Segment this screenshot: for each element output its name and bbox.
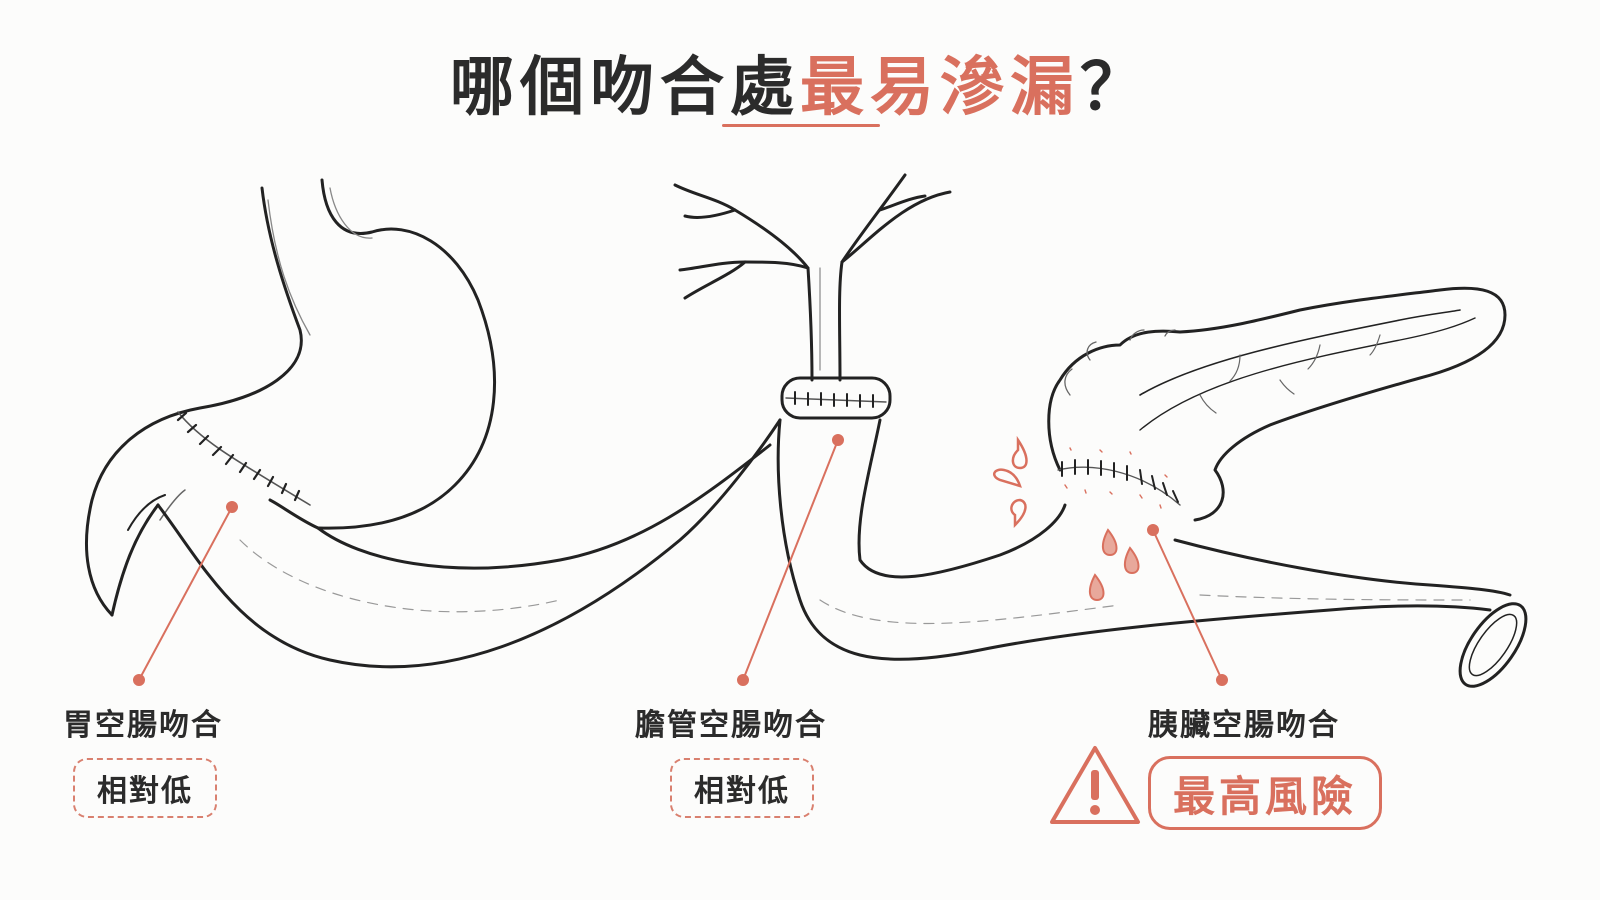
- title-part1: 哪個吻合處: [450, 51, 800, 125]
- label-hepaticojejunostomy: 膽管空腸吻合: [635, 708, 827, 743]
- risk-badge-hepaticojejunostomy: 相對低: [670, 758, 814, 818]
- title-underline: [722, 124, 880, 127]
- page-title: 哪個吻合處最易滲漏？: [0, 36, 1600, 128]
- label-pancreaticojejunostomy: 胰臟空腸吻合: [1148, 708, 1340, 743]
- gastrojejunal-suture: [176, 411, 311, 506]
- leader-lines: [133, 434, 1228, 686]
- title-suffix: ？: [1080, 51, 1150, 125]
- blood-drops: [1089, 528, 1140, 602]
- bile-duct: [673, 173, 952, 420]
- leak-drops: [992, 435, 1028, 529]
- pancreaticojejunal-suture: [1057, 447, 1181, 509]
- title-highlight: 最易滲漏: [800, 51, 1080, 125]
- jejunal-loop: [156, 418, 1528, 688]
- label-gastrojejunostomy: 胃空腸吻合: [63, 708, 223, 743]
- risk-badge-gastrojejunostomy: 相對低: [73, 758, 217, 818]
- stomach-outline: [85, 178, 497, 617]
- risk-badge-pancreaticojejunostomy: 最高風險: [1148, 756, 1382, 830]
- warning-triangle-icon: [1050, 746, 1140, 824]
- pancreas: [1047, 286, 1507, 522]
- bile-duct-suture: [785, 391, 887, 408]
